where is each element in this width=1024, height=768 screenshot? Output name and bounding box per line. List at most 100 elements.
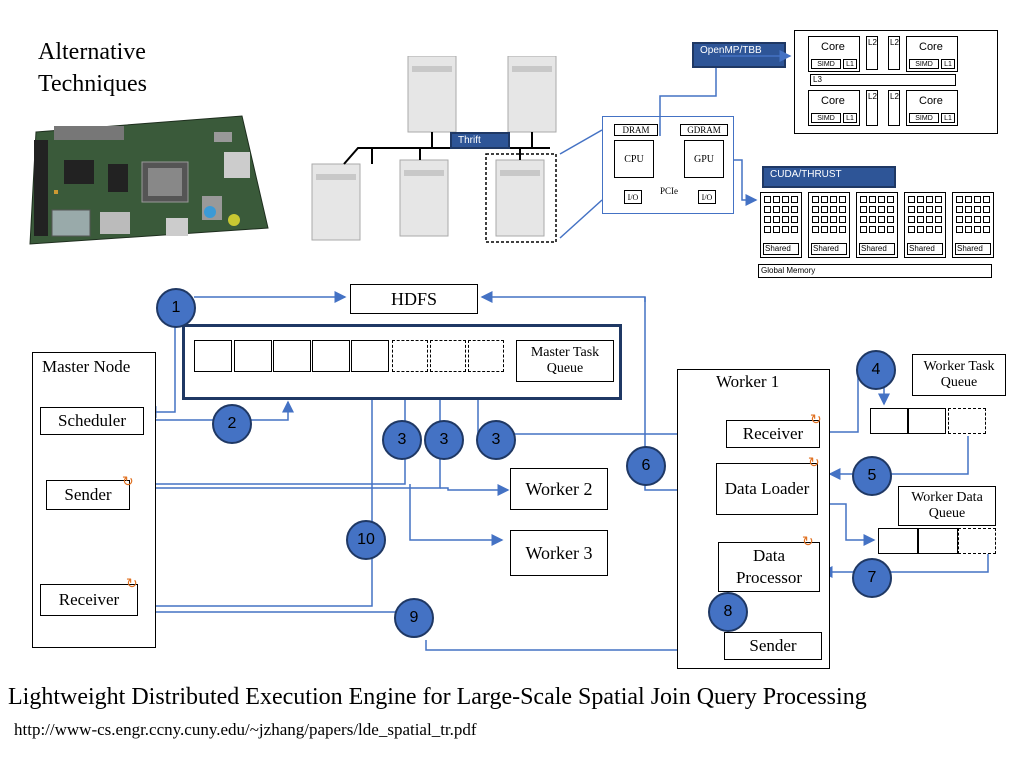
queue-slot	[918, 528, 958, 554]
gpu-core-cell	[974, 196, 981, 203]
gpu-core-cell	[860, 226, 867, 233]
simd-box: SIMD	[811, 59, 841, 69]
simd-box: SIMD	[811, 113, 841, 123]
section-title-line1: Alternative	[38, 39, 146, 65]
gpu-core-cell	[830, 226, 837, 233]
gpu-core-cell	[887, 226, 894, 233]
gpu-core-cell	[983, 206, 990, 213]
refresh-icon: ↻	[810, 412, 822, 428]
gpu-core-cell	[830, 206, 837, 213]
gpu-core-cell	[764, 216, 771, 223]
shared-memory-box: Shared	[811, 243, 847, 255]
gpu-core-cell	[983, 226, 990, 233]
master-node-label: Master Node	[42, 357, 131, 376]
gpu-core-cell	[917, 206, 924, 213]
core-label: Core	[919, 41, 943, 53]
gpu-core-cell	[860, 216, 867, 223]
queue-slot-empty	[958, 528, 996, 554]
master-task-queue-label: Master Task Queue	[516, 340, 614, 382]
gpu-core-cell	[887, 196, 894, 203]
footer-title: Lightweight Distributed Execution Engine…	[8, 684, 867, 710]
gpu-core-cell	[791, 216, 798, 223]
step-4-marker: 4	[856, 350, 896, 390]
pcie-label: PCIe	[660, 186, 678, 196]
openmp-label: OpenMP/TBB	[692, 42, 786, 68]
queue-slot	[273, 340, 311, 372]
section-title: Alternative Techniques	[38, 36, 147, 100]
gpu-core-cell	[821, 196, 828, 203]
refresh-icon: ↻	[802, 534, 814, 550]
worker3-box: Worker 3	[510, 530, 608, 576]
gpu-core-cell	[869, 206, 876, 213]
global-memory-box: Global Memory	[758, 264, 992, 278]
gpu-core-cell	[917, 216, 924, 223]
l1-box: L1	[941, 59, 955, 69]
step-10-marker: 10	[346, 520, 386, 560]
gpu-core-cell	[839, 196, 846, 203]
l2-box-4: L2	[888, 90, 900, 126]
gpu-core-cell	[878, 196, 885, 203]
gpu-core-cell	[935, 196, 942, 203]
gpu-core-cell	[782, 196, 789, 203]
l3-box: L3	[810, 74, 956, 86]
gpu-core-cell	[965, 206, 972, 213]
step-3-marker: 3	[476, 420, 516, 460]
l2-box-1: L2	[866, 36, 878, 70]
gpu-core-cell	[926, 226, 933, 233]
gpu-core-cell	[878, 226, 885, 233]
core-label: Core	[821, 41, 845, 53]
gpu-core-cell	[983, 196, 990, 203]
queue-slot	[870, 408, 908, 434]
refresh-icon: ↻	[808, 455, 820, 471]
l1-box: L1	[843, 113, 857, 123]
gpu-core-cell	[908, 196, 915, 203]
gpu-core-cell	[917, 226, 924, 233]
gpu-core-cell	[773, 206, 780, 213]
cpu-box: CPU	[614, 140, 654, 178]
gpu-core-cell	[965, 196, 972, 203]
gpu-core-cell	[830, 216, 837, 223]
gpu-core-cell	[764, 226, 771, 233]
queue-slot	[351, 340, 389, 372]
gpu-core-cell	[956, 206, 963, 213]
step-5-marker: 5	[852, 456, 892, 496]
gpu-core-cell	[782, 206, 789, 213]
gpu-core-cell	[974, 216, 981, 223]
footer-url[interactable]: http://www-cs.engr.ccny.cuny.edu/~jzhang…	[14, 720, 477, 739]
queue-slot	[194, 340, 232, 372]
gpu-core-cell	[956, 196, 963, 203]
gpu-core-cell	[821, 226, 828, 233]
gpu-core-cell	[773, 216, 780, 223]
step-1-marker: 1	[156, 288, 196, 328]
gpu-box: GPU	[684, 140, 724, 178]
io-left-box: I/O	[624, 190, 642, 204]
refresh-icon: ↻	[126, 576, 138, 592]
queue-slot-empty	[468, 340, 504, 372]
gdram-box: GDRAM	[680, 124, 728, 136]
gpu-core-cell	[956, 226, 963, 233]
gpu-core-cell	[821, 216, 828, 223]
scheduler-box: Scheduler	[40, 407, 144, 435]
worker2-box: Worker 2	[510, 468, 608, 510]
thrift-label: Thrift	[450, 132, 510, 149]
gpu-core-cell	[926, 196, 933, 203]
step-3-marker: 3	[424, 420, 464, 460]
gpu-core-cell	[764, 206, 771, 213]
worker1-sender-box: Sender	[724, 632, 822, 660]
gpu-core-cell	[821, 206, 828, 213]
queue-slot-empty	[392, 340, 428, 372]
l1-box: L1	[941, 113, 955, 123]
gpu-core-cell	[812, 216, 819, 223]
core-label: Core	[919, 95, 943, 107]
step-9-marker: 9	[394, 598, 434, 638]
simd-box: SIMD	[909, 113, 939, 123]
gpu-core-cell	[773, 196, 780, 203]
gpu-core-cell	[812, 226, 819, 233]
gpu-core-cell	[839, 226, 846, 233]
queue-slot	[234, 340, 272, 372]
gpu-core-cell	[791, 196, 798, 203]
worker1-receiver-box: Receiver	[726, 420, 820, 448]
gpu-core-cell	[983, 216, 990, 223]
master-sender-box: Sender	[46, 480, 130, 510]
